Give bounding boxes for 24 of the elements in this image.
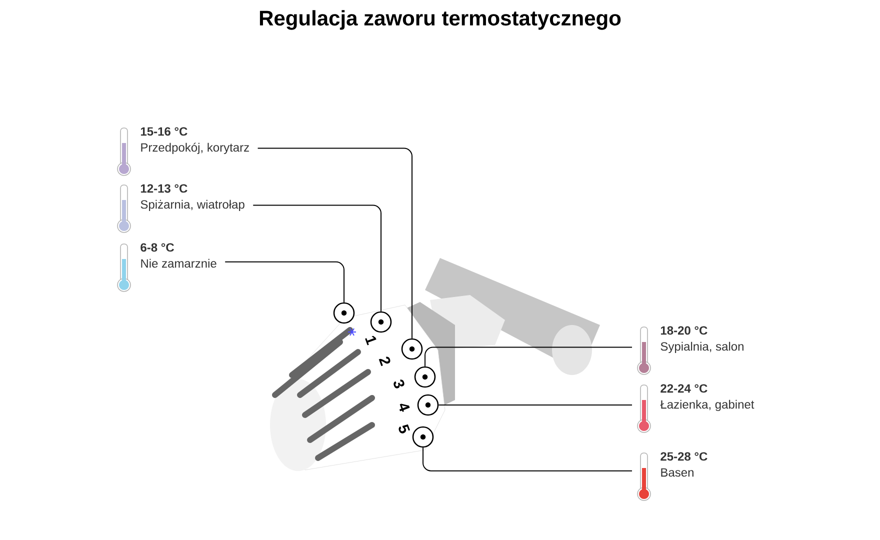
temperature-label: 22-24 °C Łazienka, gabinet xyxy=(660,384,754,412)
dial-number: 4 xyxy=(399,404,410,412)
temperature-label: 15-16 °C Przedpokój, korytarz xyxy=(140,127,249,154)
temperature-label: 12-13 °C Spiżarnia, wiatrołap xyxy=(140,184,244,212)
setting-marker xyxy=(412,426,434,448)
leader-line xyxy=(252,204,382,312)
title: Regulacja zaworu termostatycznego xyxy=(260,10,621,30)
leader-line xyxy=(224,261,344,303)
dial-number: 2 xyxy=(378,356,390,366)
leader-line xyxy=(424,346,632,367)
setting-marker xyxy=(401,338,423,360)
leader-line xyxy=(422,447,632,472)
dial-number: 1 xyxy=(365,336,376,346)
temperature-label: 18-20 °C Sypialnia, salon xyxy=(660,326,744,354)
setting-marker xyxy=(417,394,439,416)
leader-line xyxy=(438,404,632,406)
dial-number: 3 xyxy=(394,380,404,388)
leader-line xyxy=(257,148,412,339)
temperature-label: 25-28 °C Basen xyxy=(660,452,708,477)
setting-marker xyxy=(370,311,392,333)
setting-marker xyxy=(414,366,436,388)
temperature-label: 6-8 °C Nie zamarznie xyxy=(140,243,216,268)
setting-marker xyxy=(333,302,355,324)
dial-number: 5 xyxy=(398,424,410,434)
